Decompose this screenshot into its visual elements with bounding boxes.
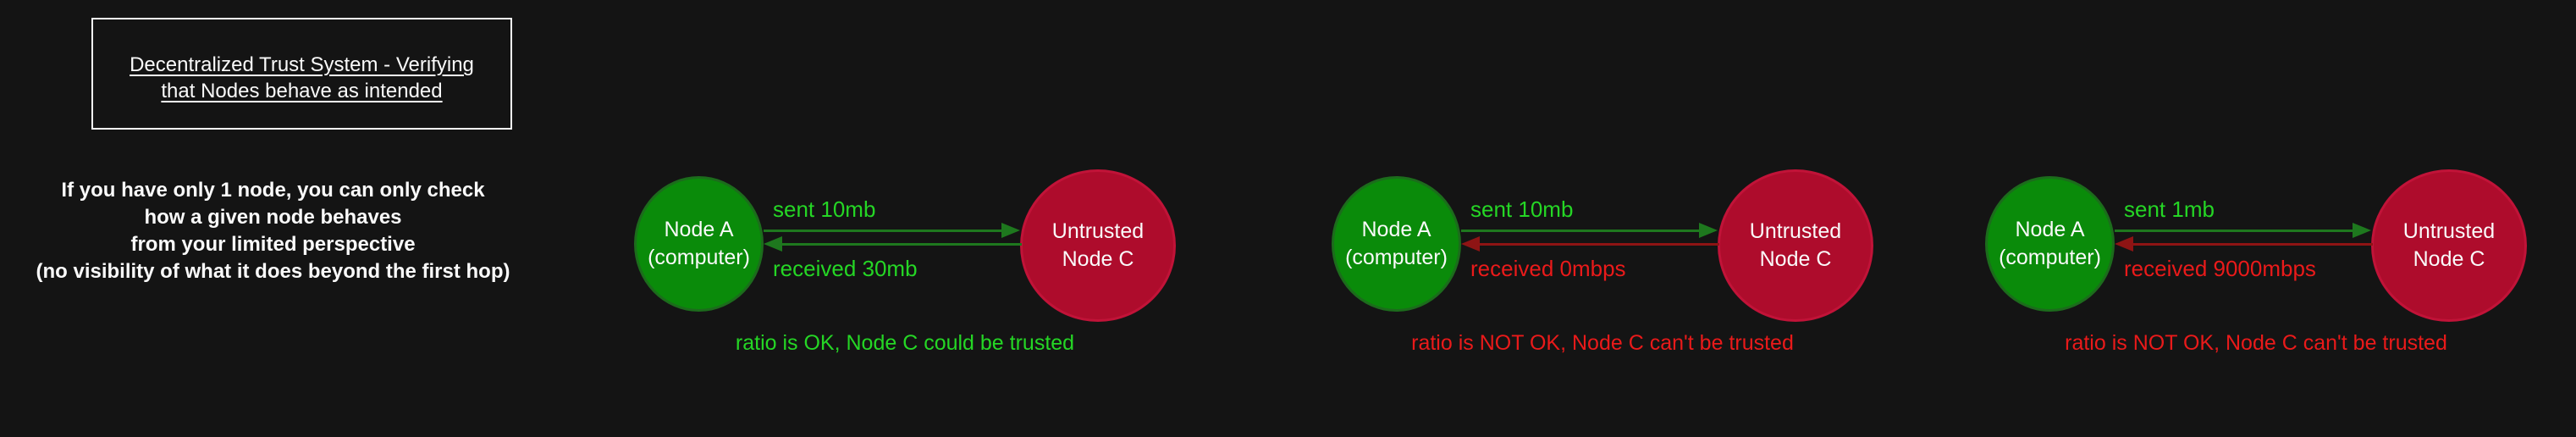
received-arrow-shaft: [2133, 243, 2373, 246]
intro-line-3: from your limited perspective: [130, 233, 416, 256]
received-arrow: [2115, 236, 2373, 252]
received-label: received 9000mbps: [2124, 256, 2316, 281]
node-a-label-line1: Node A: [664, 218, 734, 241]
title-line-2: that Nodes behave as intended: [161, 80, 443, 102]
received-arrow-shaft: [1480, 243, 1719, 246]
received-label: received 0mbps: [1470, 256, 1626, 281]
status-text: ratio is NOT OK, Node C can't be trusted: [2065, 331, 2447, 355]
scenario-2: Node A (computer) Untrusted Node C sent …: [1332, 169, 1873, 373]
sent-arrow: [764, 223, 1020, 238]
node-c-circle: Untrusted Node C: [2371, 169, 2527, 322]
intro-line-1: If you have only 1 node, you can only ch…: [61, 179, 485, 202]
received-label: received 30mb: [773, 256, 918, 281]
node-a-circle: Node A (computer): [1332, 176, 1461, 312]
node-c-label-line2: Node C: [2413, 247, 2485, 271]
sent-arrow-shaft: [2115, 230, 2353, 232]
intro-line-4: (no visibility of what it does beyond th…: [36, 260, 510, 283]
arrowhead-right-icon: [1001, 223, 1020, 238]
node-a-circle: Node A (computer): [1985, 176, 2115, 312]
node-a-label-line1: Node A: [1361, 218, 1431, 241]
arrowhead-left-icon: [764, 236, 782, 252]
node-a-label-line1: Node A: [2015, 218, 2085, 241]
scenario-1: Node A (computer) Untrusted Node C sent …: [634, 169, 1176, 373]
received-arrow: [1461, 236, 1719, 252]
sent-arrow: [1461, 223, 1718, 238]
arrowhead-left-icon: [1461, 236, 1480, 252]
node-c-circle: Untrusted Node C: [1020, 169, 1176, 322]
node-c-label-line2: Node C: [1759, 247, 1832, 271]
arrowhead-right-icon: [1699, 223, 1718, 238]
node-a-circle: Node A (computer): [634, 176, 764, 312]
sent-label: sent 10mb: [773, 196, 876, 222]
node-c-label-line1: Untrusted: [2402, 219, 2496, 243]
node-a-label-line2: (computer): [1999, 246, 2101, 269]
sent-arrow-shaft: [1461, 230, 1699, 232]
status-text: ratio is NOT OK, Node C can't be trusted: [1411, 331, 1794, 355]
intro-line-2: how a given node behaves: [144, 206, 402, 229]
node-c-label-line2: Node C: [1062, 247, 1134, 271]
node-c-label-line1: Untrusted: [1051, 219, 1145, 243]
node-c-circle: Untrusted Node C: [1718, 169, 1873, 322]
title-line-1: Decentralized Trust System - Verifying: [130, 53, 474, 76]
arrowhead-right-icon: [2353, 223, 2371, 238]
sent-label: sent 1mb: [2124, 196, 2215, 222]
node-c-label-line1: Untrusted: [1749, 219, 1842, 243]
scenario-3: Node A (computer) Untrusted Node C sent …: [1985, 169, 2527, 373]
sent-label: sent 10mb: [1470, 196, 1574, 222]
sent-arrow: [2115, 223, 2371, 238]
received-arrow-shaft: [782, 243, 1022, 246]
node-a-label-line2: (computer): [648, 246, 750, 269]
received-arrow: [764, 236, 1022, 252]
node-a-label-line2: (computer): [1345, 246, 1448, 269]
title-box: Decentralized Trust System - Verifying t…: [91, 18, 512, 130]
intro-text: If you have only 1 node, you can only ch…: [0, 177, 546, 285]
status-text: ratio is OK, Node C could be trusted: [735, 331, 1075, 355]
arrowhead-left-icon: [2115, 236, 2133, 252]
sent-arrow-shaft: [764, 230, 1001, 232]
